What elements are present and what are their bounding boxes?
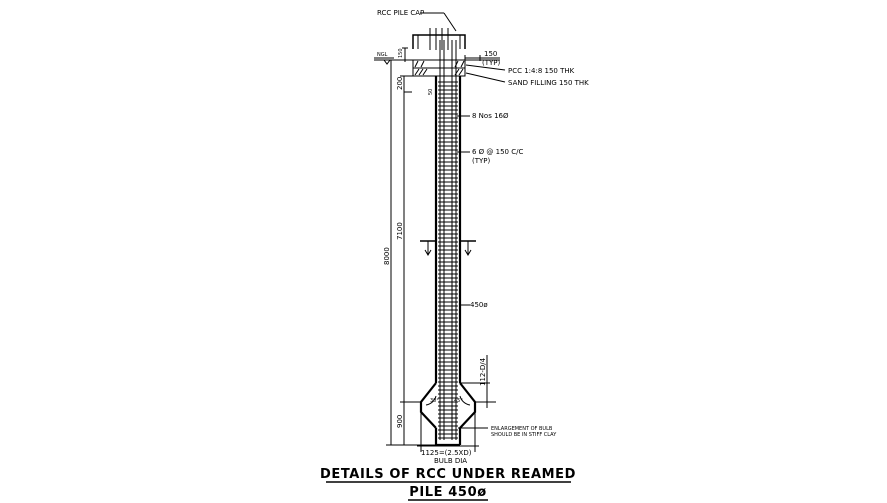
dim-200-label: 200 bbox=[396, 77, 404, 90]
bulb-angle-1: 30° bbox=[430, 398, 439, 404]
pile-dia-label: 450ø bbox=[470, 301, 488, 309]
pcc-label: PCC 1:4:8 150 THK bbox=[508, 67, 575, 75]
dim-7100 bbox=[400, 75, 436, 403]
bulb-dia-label: BULB DIA bbox=[434, 457, 467, 465]
dim-8000-label: 8000 bbox=[383, 247, 391, 265]
main-bars-label: 8 Nos 16Ø bbox=[472, 112, 509, 120]
dim-7100-label: 7100 bbox=[396, 222, 404, 240]
title-line-2: PILE 450ø bbox=[409, 485, 487, 500]
stirrups-typ-label: (TYP) bbox=[472, 157, 491, 165]
bulb-width-label: 1125=(2.5XD) bbox=[421, 449, 472, 457]
bulb-angle-arcs bbox=[425, 395, 471, 406]
pcc-layer bbox=[412, 59, 466, 69]
pile-cap-label: RCC PILE CAP bbox=[377, 9, 424, 17]
dim-150-left bbox=[402, 47, 408, 62]
ngl-label: NGL bbox=[377, 52, 388, 58]
stirrups bbox=[438, 81, 458, 439]
dim-150-top bbox=[464, 55, 500, 61]
section-cut-marks bbox=[420, 240, 476, 256]
bulb bbox=[419, 382, 477, 447]
dim-8000 bbox=[386, 59, 436, 446]
bulb-note-1: ENLARGEMENT OF BULB bbox=[491, 426, 553, 432]
bulb-note-2: SHOULD BE IN STIFF CLAY bbox=[491, 432, 557, 438]
dim-112 bbox=[460, 355, 496, 408]
dim-900-label: 900 bbox=[396, 415, 404, 428]
typ-top-label: (TYP) bbox=[482, 59, 501, 67]
pile-cap-leader bbox=[420, 12, 457, 32]
sand-layer bbox=[412, 67, 466, 77]
sand-label: SAND FILLING 150 THK bbox=[508, 79, 589, 87]
dim-150-left-label: 150 bbox=[398, 48, 404, 58]
shaft-leaders bbox=[457, 115, 488, 429]
title-line-1: DETAILS OF RCC UNDER REAMED bbox=[320, 467, 576, 482]
main-bars bbox=[439, 40, 457, 440]
dim-bulb-width bbox=[417, 412, 479, 452]
layer-leaders bbox=[465, 64, 506, 83]
bulb-angle-2: 45° bbox=[454, 398, 463, 404]
dim-112-label: 112-D/4 bbox=[479, 357, 487, 386]
dim-50-label: 50 bbox=[428, 89, 434, 95]
pile-shaft bbox=[434, 76, 462, 383]
pile-cap bbox=[412, 28, 466, 50]
dim-150-top-label: 150 bbox=[484, 50, 497, 58]
stirrups-label: 6 Ø @ 150 C/C bbox=[472, 148, 523, 156]
